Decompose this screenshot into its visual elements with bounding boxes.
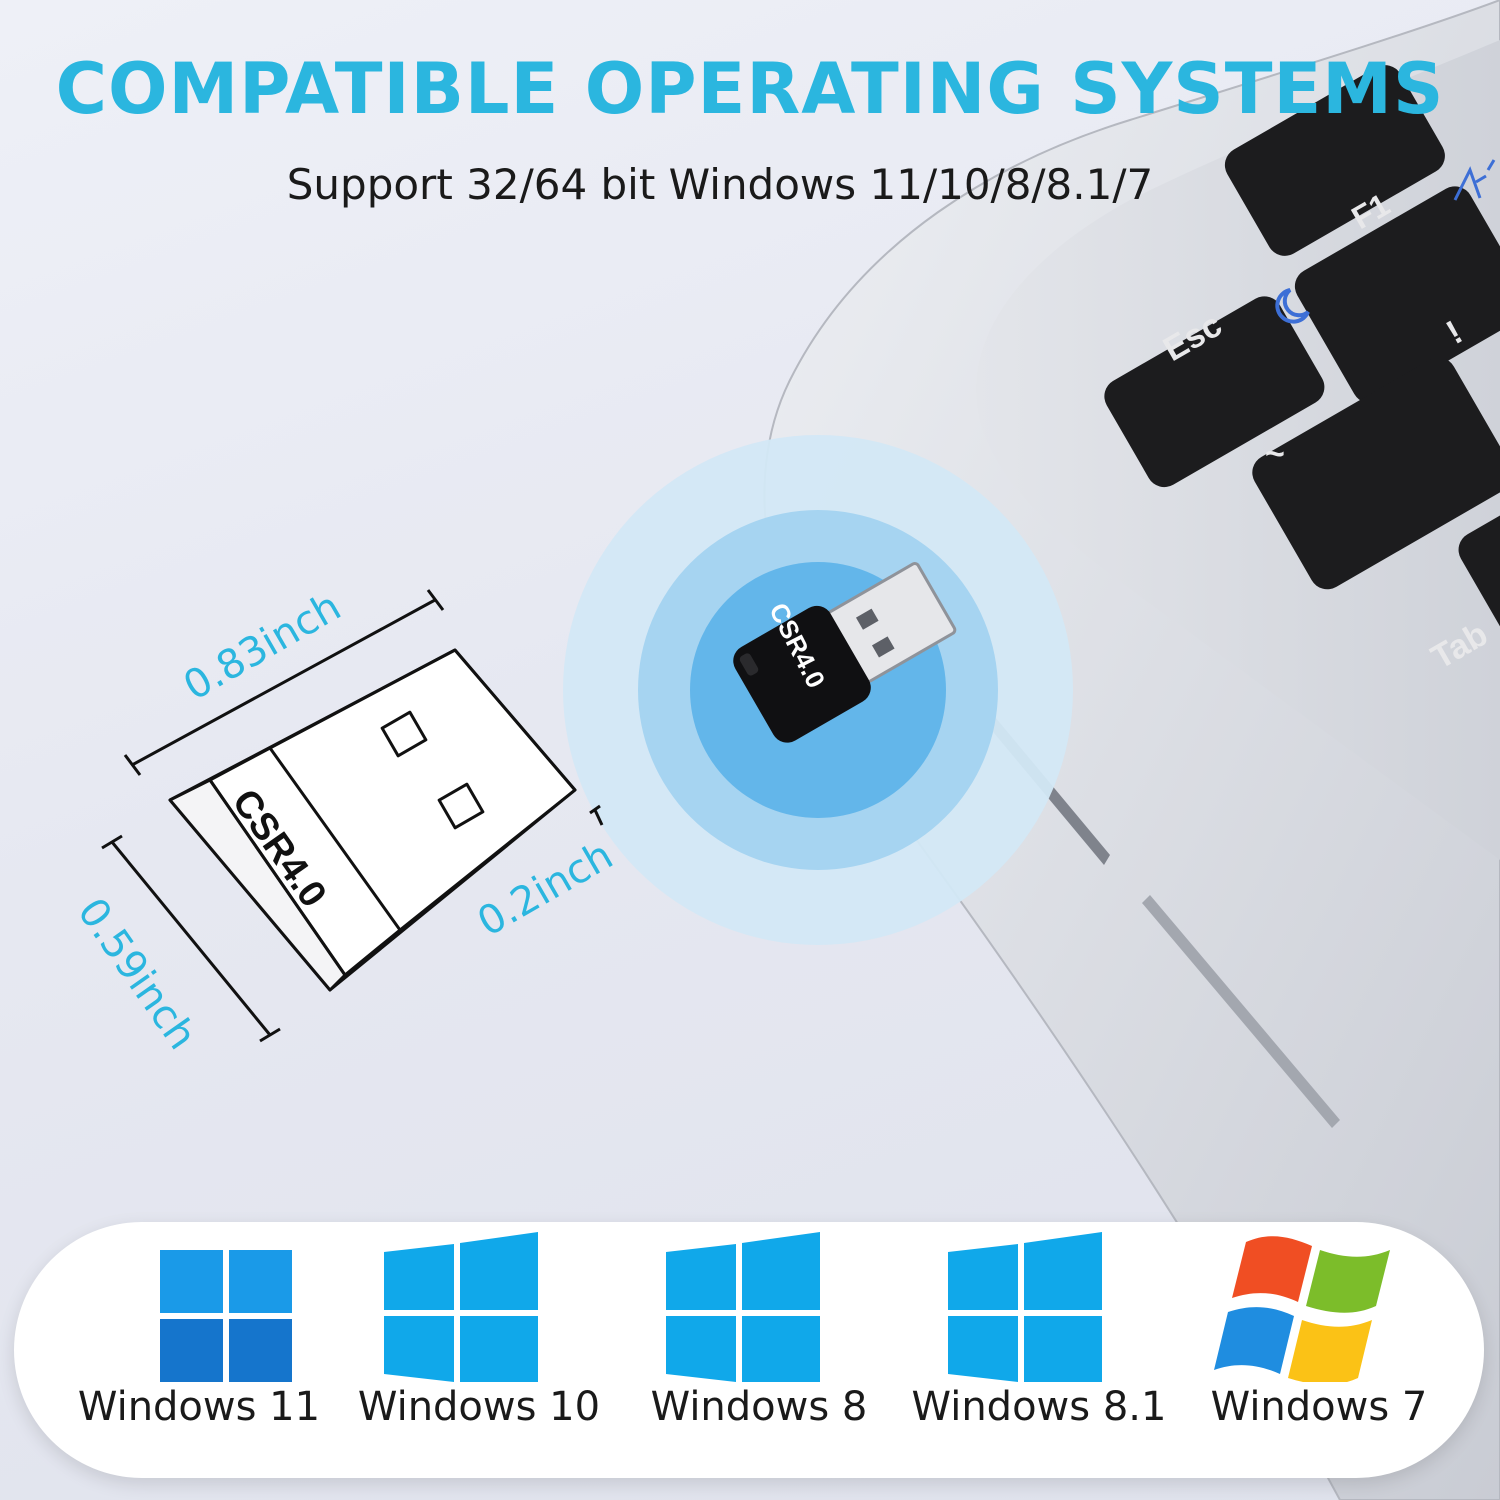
- page-subtitle: Support 32/64 bit Windows 11/10/8/8.1/7: [286, 160, 1154, 209]
- key-tilde-label: ~: [1265, 435, 1285, 473]
- os-item-windows-8-1: Windows 8.1: [894, 1222, 1184, 1478]
- os-label-windows-7: Windows 7: [1210, 1384, 1428, 1430]
- os-item-windows-7: Windows 7: [1174, 1222, 1464, 1478]
- wireless-icon: [1453, 159, 1496, 201]
- os-label-windows-8-1: Windows 8.1: [911, 1384, 1167, 1430]
- keyboard: [1104, 65, 1500, 667]
- os-label-windows-10: Windows 10: [357, 1384, 601, 1430]
- dim-line-height: [101, 834, 281, 1043]
- os-item-windows-8: Windows 8: [614, 1222, 904, 1478]
- dongle-plugged: [733, 562, 957, 743]
- sleep-icon: [1275, 288, 1310, 324]
- dongle-outline-drawing: [168, 648, 577, 992]
- dim-line-length: [123, 589, 445, 776]
- windows-11-logo-icon: [160, 1250, 292, 1382]
- dimension-lines: [101, 589, 604, 1043]
- page-title: COMPATIBLE OPERATING SYSTEMS: [55, 48, 1445, 130]
- os-compatibility-panel: Windows 11 Windows 10 Windows 8: [14, 1222, 1484, 1478]
- os-label-windows-8: Windows 8: [650, 1384, 868, 1430]
- os-label-windows-11: Windows 11: [77, 1384, 321, 1430]
- laptop-side-slot: [1142, 895, 1340, 1128]
- dongle-body: [733, 605, 871, 743]
- dim-line-thick: [589, 804, 604, 826]
- os-item-windows-10: Windows 10: [334, 1222, 624, 1478]
- key-esc: [1104, 296, 1325, 488]
- key-exclaim: [1294, 186, 1500, 404]
- windows-7-logo-icon: [1214, 1236, 1390, 1382]
- windows-10-logo-icon: [384, 1232, 538, 1382]
- windows-8-logo-icon: [666, 1232, 820, 1382]
- key-tilde: [1252, 357, 1500, 590]
- key-f1: [1224, 65, 1445, 256]
- os-item-windows-11: Windows 11: [54, 1222, 344, 1478]
- windows-8-1-logo-icon: [948, 1232, 1102, 1382]
